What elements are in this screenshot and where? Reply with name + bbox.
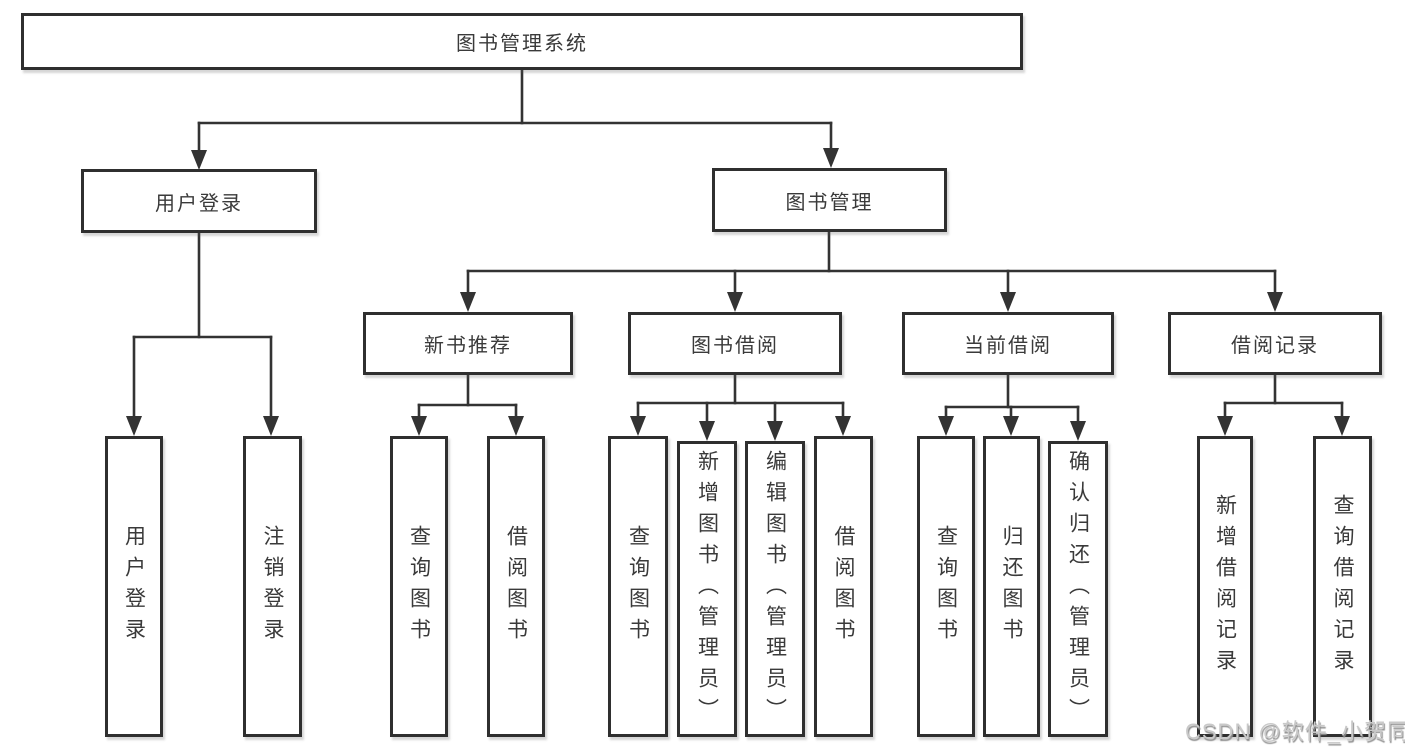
leaf-user-login-label: 用户登录: [122, 524, 146, 649]
leaf-add-borrow-record: 新增借阅记录: [1197, 436, 1253, 737]
leaf-query-borrow-record: 查询借阅记录: [1313, 436, 1372, 737]
leaf-confirm-return-admin-label: 确认归还（管理员）: [1066, 449, 1090, 729]
leaf-query-books-3: 查询图书: [917, 436, 975, 737]
leaf-query-books-2: 查询图书: [608, 436, 668, 737]
leaf-add-books-admin: 新增图书（管理员）: [677, 441, 737, 737]
leaf-borrow-books-2-label: 借阅图书: [832, 524, 855, 649]
node-new-book-recommend: 新书推荐: [363, 312, 573, 375]
leaf-return-books-label: 归还图书: [1000, 524, 1023, 649]
node-book-borrow-label: 图书借阅: [691, 335, 779, 357]
leaf-user-login: 用户登录: [105, 436, 163, 737]
leaf-logout-label: 注销登录: [261, 524, 284, 649]
connector-segments: [132, 68, 1344, 424]
node-borrow-records-label: 借阅记录: [1231, 335, 1319, 357]
leaf-edit-books-admin-label: 编辑图书（管理员）: [763, 449, 787, 729]
node-user-login-label: 用户登录: [155, 192, 243, 215]
node-borrow-records: 借阅记录: [1168, 312, 1382, 375]
leaf-add-borrow-record-label: 新增借阅记录: [1213, 493, 1237, 680]
leaf-add-books-admin-label: 新增图书（管理员）: [695, 449, 719, 729]
arrowheads: [126, 148, 1350, 441]
node-user-login: 用户登录: [81, 169, 317, 233]
leaf-edit-books-admin: 编辑图书（管理员）: [745, 441, 805, 737]
leaf-query-books-1: 查询图书: [390, 436, 448, 737]
leaf-query-borrow-record-label: 查询借阅记录: [1331, 493, 1354, 680]
leaf-borrow-books-1-label: 借阅图书: [504, 524, 528, 649]
leaf-borrow-books-1: 借阅图书: [487, 436, 545, 737]
root-node-label: 图书管理系统: [456, 33, 588, 55]
node-book-borrow: 图书借阅: [628, 312, 842, 375]
node-book-management: 图书管理: [712, 168, 947, 232]
csdn-watermark: CSDN @软件_小贺同学: [1185, 719, 1405, 744]
leaf-query-books-3-label: 查询图书: [934, 524, 958, 649]
leaf-return-books: 归还图书: [983, 436, 1040, 737]
node-current-borrow-label: 当前借阅: [964, 335, 1052, 357]
leaf-query-books-1-label: 查询图书: [407, 524, 431, 649]
node-book-management-label: 图书管理: [785, 191, 874, 214]
leaf-logout: 注销登录: [243, 436, 302, 737]
leaf-borrow-books-2: 借阅图书: [814, 436, 873, 737]
node-current-borrow: 当前借阅: [902, 312, 1114, 375]
root-node: 图书管理系统: [21, 13, 1023, 70]
node-new-book-recommend-label: 新书推荐: [424, 335, 512, 357]
leaf-confirm-return-admin: 确认归还（管理员）: [1048, 441, 1108, 737]
leaf-query-books-2-label: 查询图书: [626, 524, 650, 649]
